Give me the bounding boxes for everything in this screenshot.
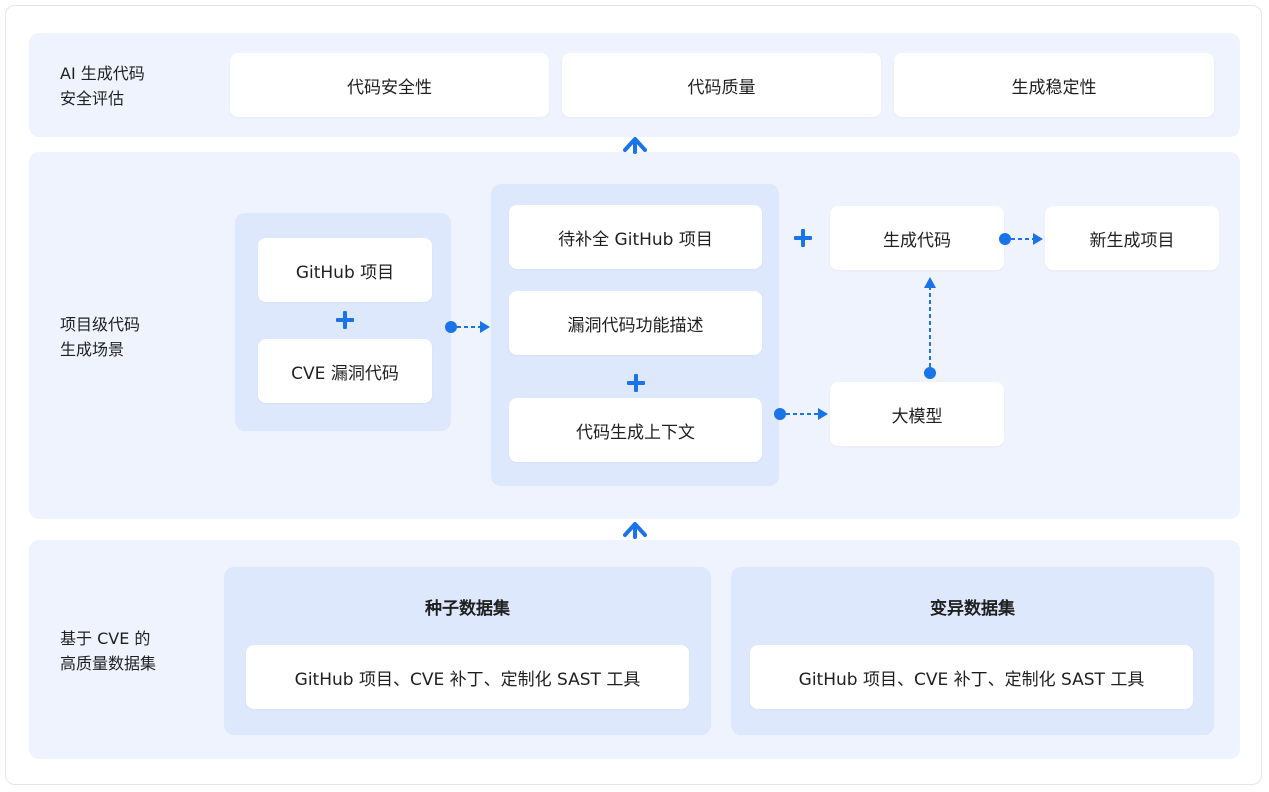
connector-dot xyxy=(774,408,786,420)
eval-item-code-quality: 代码质量 xyxy=(562,53,881,117)
connector-dot xyxy=(999,233,1011,245)
dataset-label: 基于 CVE 的 高质量数据集 xyxy=(60,629,157,673)
plus-icon xyxy=(627,374,645,392)
eval-label: AI 生成代码 安全评估 xyxy=(60,64,145,108)
up-arrow-icon xyxy=(623,522,647,539)
llm-card: 大模型 xyxy=(830,382,1004,446)
cve-vuln-code-card: CVE 漏洞代码 xyxy=(258,339,432,403)
incomplete-github-project-card: 待补全 GitHub 项目 xyxy=(509,205,762,269)
arrow-head-icon xyxy=(818,408,828,420)
plus-icon xyxy=(794,229,812,247)
generated-code-card: 生成代码 xyxy=(830,206,1004,270)
arrow-head-icon xyxy=(924,277,936,288)
scenario-label: 项目级代码 生成场景 xyxy=(60,315,141,359)
eval-item-generation-stability: 生成稳定性 xyxy=(894,53,1214,117)
eval-item-code-security: 代码安全性 xyxy=(230,53,549,117)
connector-dot xyxy=(924,367,936,379)
arrow-head-icon xyxy=(480,321,490,333)
github-project-card: GitHub 项目 xyxy=(258,238,432,302)
mutated-dataset-content-card: GitHub 项目、CVE 补丁、定制化 SAST 工具 xyxy=(750,645,1193,709)
seed-dataset-title: 种子数据集 xyxy=(425,599,510,619)
code-generation-context-card: 代码生成上下文 xyxy=(509,398,762,462)
new-project-card: 新生成项目 xyxy=(1045,206,1219,270)
plus-icon xyxy=(336,311,354,329)
seed-dataset-content-card: GitHub 项目、CVE 补丁、定制化 SAST 工具 xyxy=(246,645,689,709)
arrow-head-icon xyxy=(1033,233,1043,245)
connector-dot xyxy=(445,321,457,333)
mutated-dataset-title: 变异数据集 xyxy=(930,599,1015,619)
vuln-function-description-card: 漏洞代码功能描述 xyxy=(509,291,762,355)
up-arrow-icon xyxy=(623,137,647,154)
